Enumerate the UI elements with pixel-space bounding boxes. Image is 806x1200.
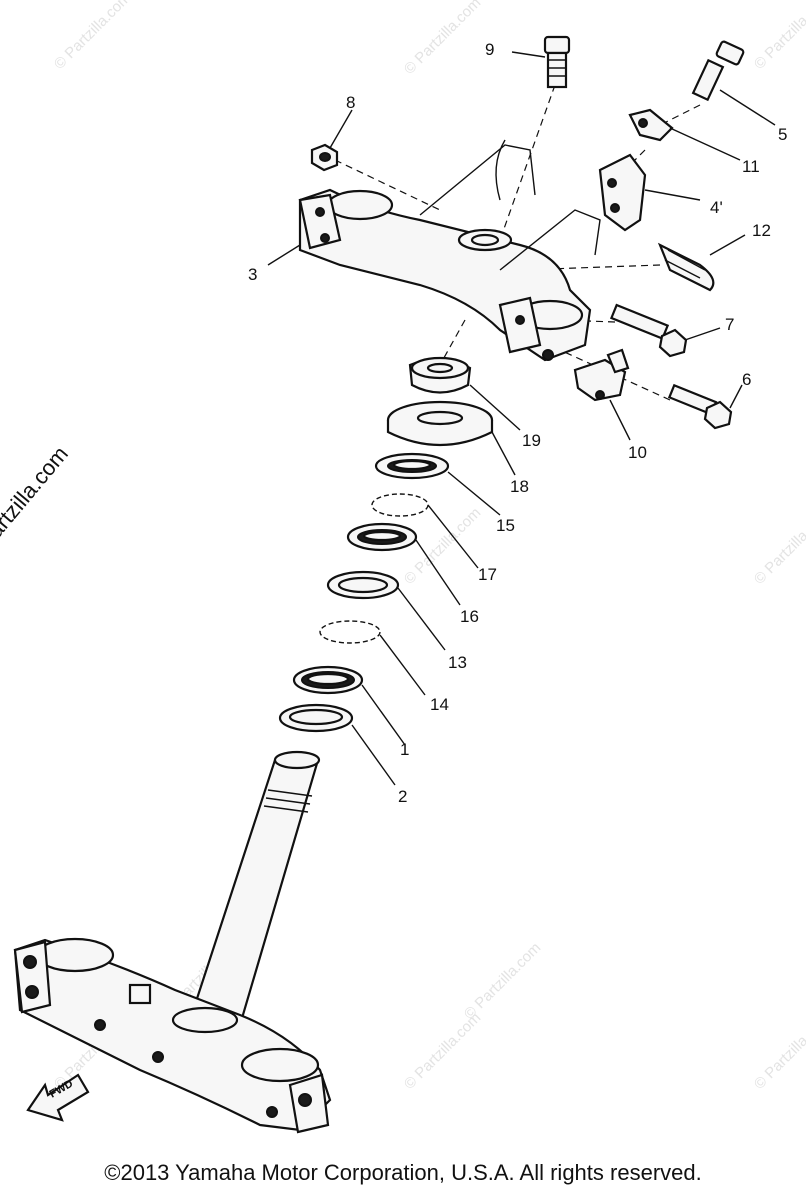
callout-17: 17 — [478, 565, 497, 584]
leader-lines — [267, 51, 776, 786]
callout-19: 19 — [522, 431, 541, 450]
callout-16: 16 — [460, 607, 479, 626]
callout-10: 10 — [628, 443, 647, 462]
ring-nut-19 — [408, 356, 472, 394]
copyright-notice: ©2013 Yamaha Motor Corporation, U.S.A. A… — [104, 1160, 702, 1185]
bracket-10 — [573, 348, 630, 402]
callout-5: 5 — [778, 125, 787, 144]
callouts: 9 8 5 11 4' 12 3 7 6 10 19 18 15 17 16 1… — [248, 40, 787, 806]
callout-13: 13 — [448, 653, 467, 672]
watermark-text: © Partzilla.com — [751, 0, 806, 73]
callout-1: 1 — [400, 740, 409, 759]
callout-2: 2 — [398, 787, 407, 806]
seal-2 — [278, 703, 354, 733]
callout-12: 12 — [752, 221, 771, 240]
clamp-11 — [628, 108, 674, 142]
bolt-6 — [667, 383, 733, 430]
ball-bearing-14 — [319, 620, 381, 644]
washer-18 — [386, 400, 494, 446]
callout-14: 14 — [430, 695, 449, 714]
callout-7: 7 — [725, 315, 734, 334]
watermarks: © Partzilla.com © Partzilla.com © Partzi… — [51, 0, 806, 1093]
callout-11: 11 — [742, 157, 760, 176]
watermark-text: © Partzilla.com — [751, 1009, 806, 1092]
watermark-text: © Partzilla.com — [461, 939, 544, 1022]
cap-12 — [657, 242, 715, 292]
bolt-9 — [543, 35, 571, 89]
callout-6: 6 — [742, 370, 751, 389]
bolt-5 — [691, 40, 745, 102]
ball-bearing-17 — [371, 493, 429, 517]
nut-8 — [310, 143, 339, 172]
callout-8: 8 — [346, 93, 355, 112]
callout-9: 9 — [485, 40, 494, 59]
watermark-text: © Partzilla.com — [401, 504, 484, 587]
callout-3: 3 — [248, 265, 257, 284]
upper-bracket — [298, 139, 601, 362]
watermark-text: © Partzilla.com — [401, 0, 484, 78]
race-15 — [374, 452, 450, 480]
lower-bracket-stem — [13, 750, 332, 1134]
bolt-7 — [609, 303, 688, 358]
callout-18: 18 — [510, 477, 529, 496]
race-1 — [292, 665, 364, 695]
callout-15: 15 — [496, 516, 515, 535]
watermark-text: © Partzilla.com — [51, 0, 134, 73]
callout-4: 4' — [710, 198, 723, 217]
watermark-text: © Partzilla.com — [751, 504, 806, 587]
holder-4 — [598, 153, 647, 232]
race-16 — [346, 522, 418, 552]
race-13 — [326, 570, 400, 600]
